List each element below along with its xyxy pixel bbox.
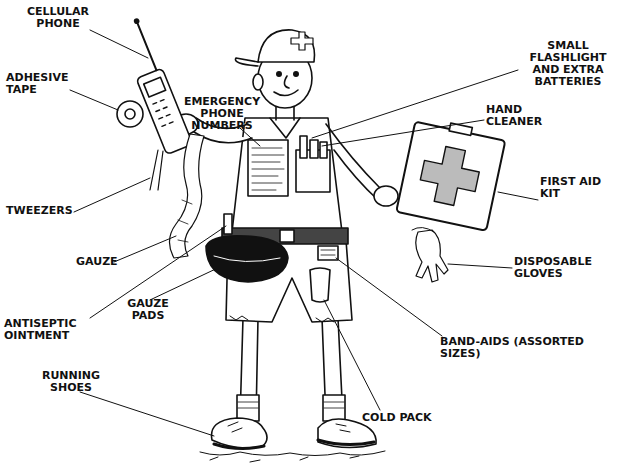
callout-label: GAUZE PADS (118, 298, 178, 322)
callout-label: FIRST AID KIT (540, 176, 614, 200)
callout-label: EMERGENCY PHONE NUMBERS (180, 96, 264, 132)
callout-label: COLD PACK (362, 412, 452, 424)
callout-label: RUNNING SHOES (36, 370, 106, 394)
callout-label: GAUZE (76, 256, 126, 268)
callout-label: SMALL FLASHLIGHT AND EXTRA BATTERIES (520, 40, 616, 88)
callout-label: CELLULAR PHONE (22, 6, 94, 30)
callout-label: BAND-AIDS (ASSORTED SIZES) (440, 336, 616, 360)
callout-label: TWEEZERS (6, 205, 86, 217)
callout-label: ADHESIVE TAPE (6, 72, 72, 96)
callout-label: HAND CLEANER (486, 104, 556, 128)
callout-label: ANTISEPTIC OINTMENT (4, 318, 96, 342)
callout-label: DISPOSABLE GLOVES (514, 256, 610, 280)
